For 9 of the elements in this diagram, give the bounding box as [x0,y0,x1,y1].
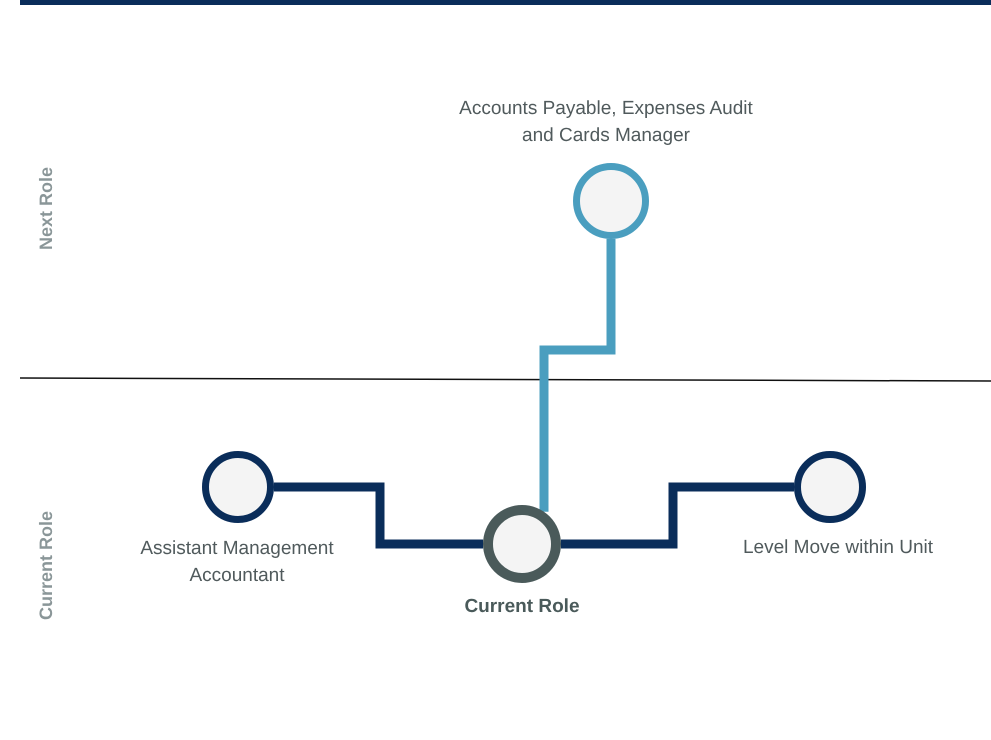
role-label: Accounts Payable, Expenses Audit and Cards Manager [458,97,754,148]
path-line [274,482,483,548]
axis-label: Current Role [36,510,56,620]
path-line [540,239,616,512]
role-label: Level Move within Unit [742,536,934,560]
axis-label: Next Role [36,166,57,250]
path-line [561,482,794,548]
role-label: Current Role [463,595,581,619]
role-label: Assistant Management Accountant [139,537,335,588]
